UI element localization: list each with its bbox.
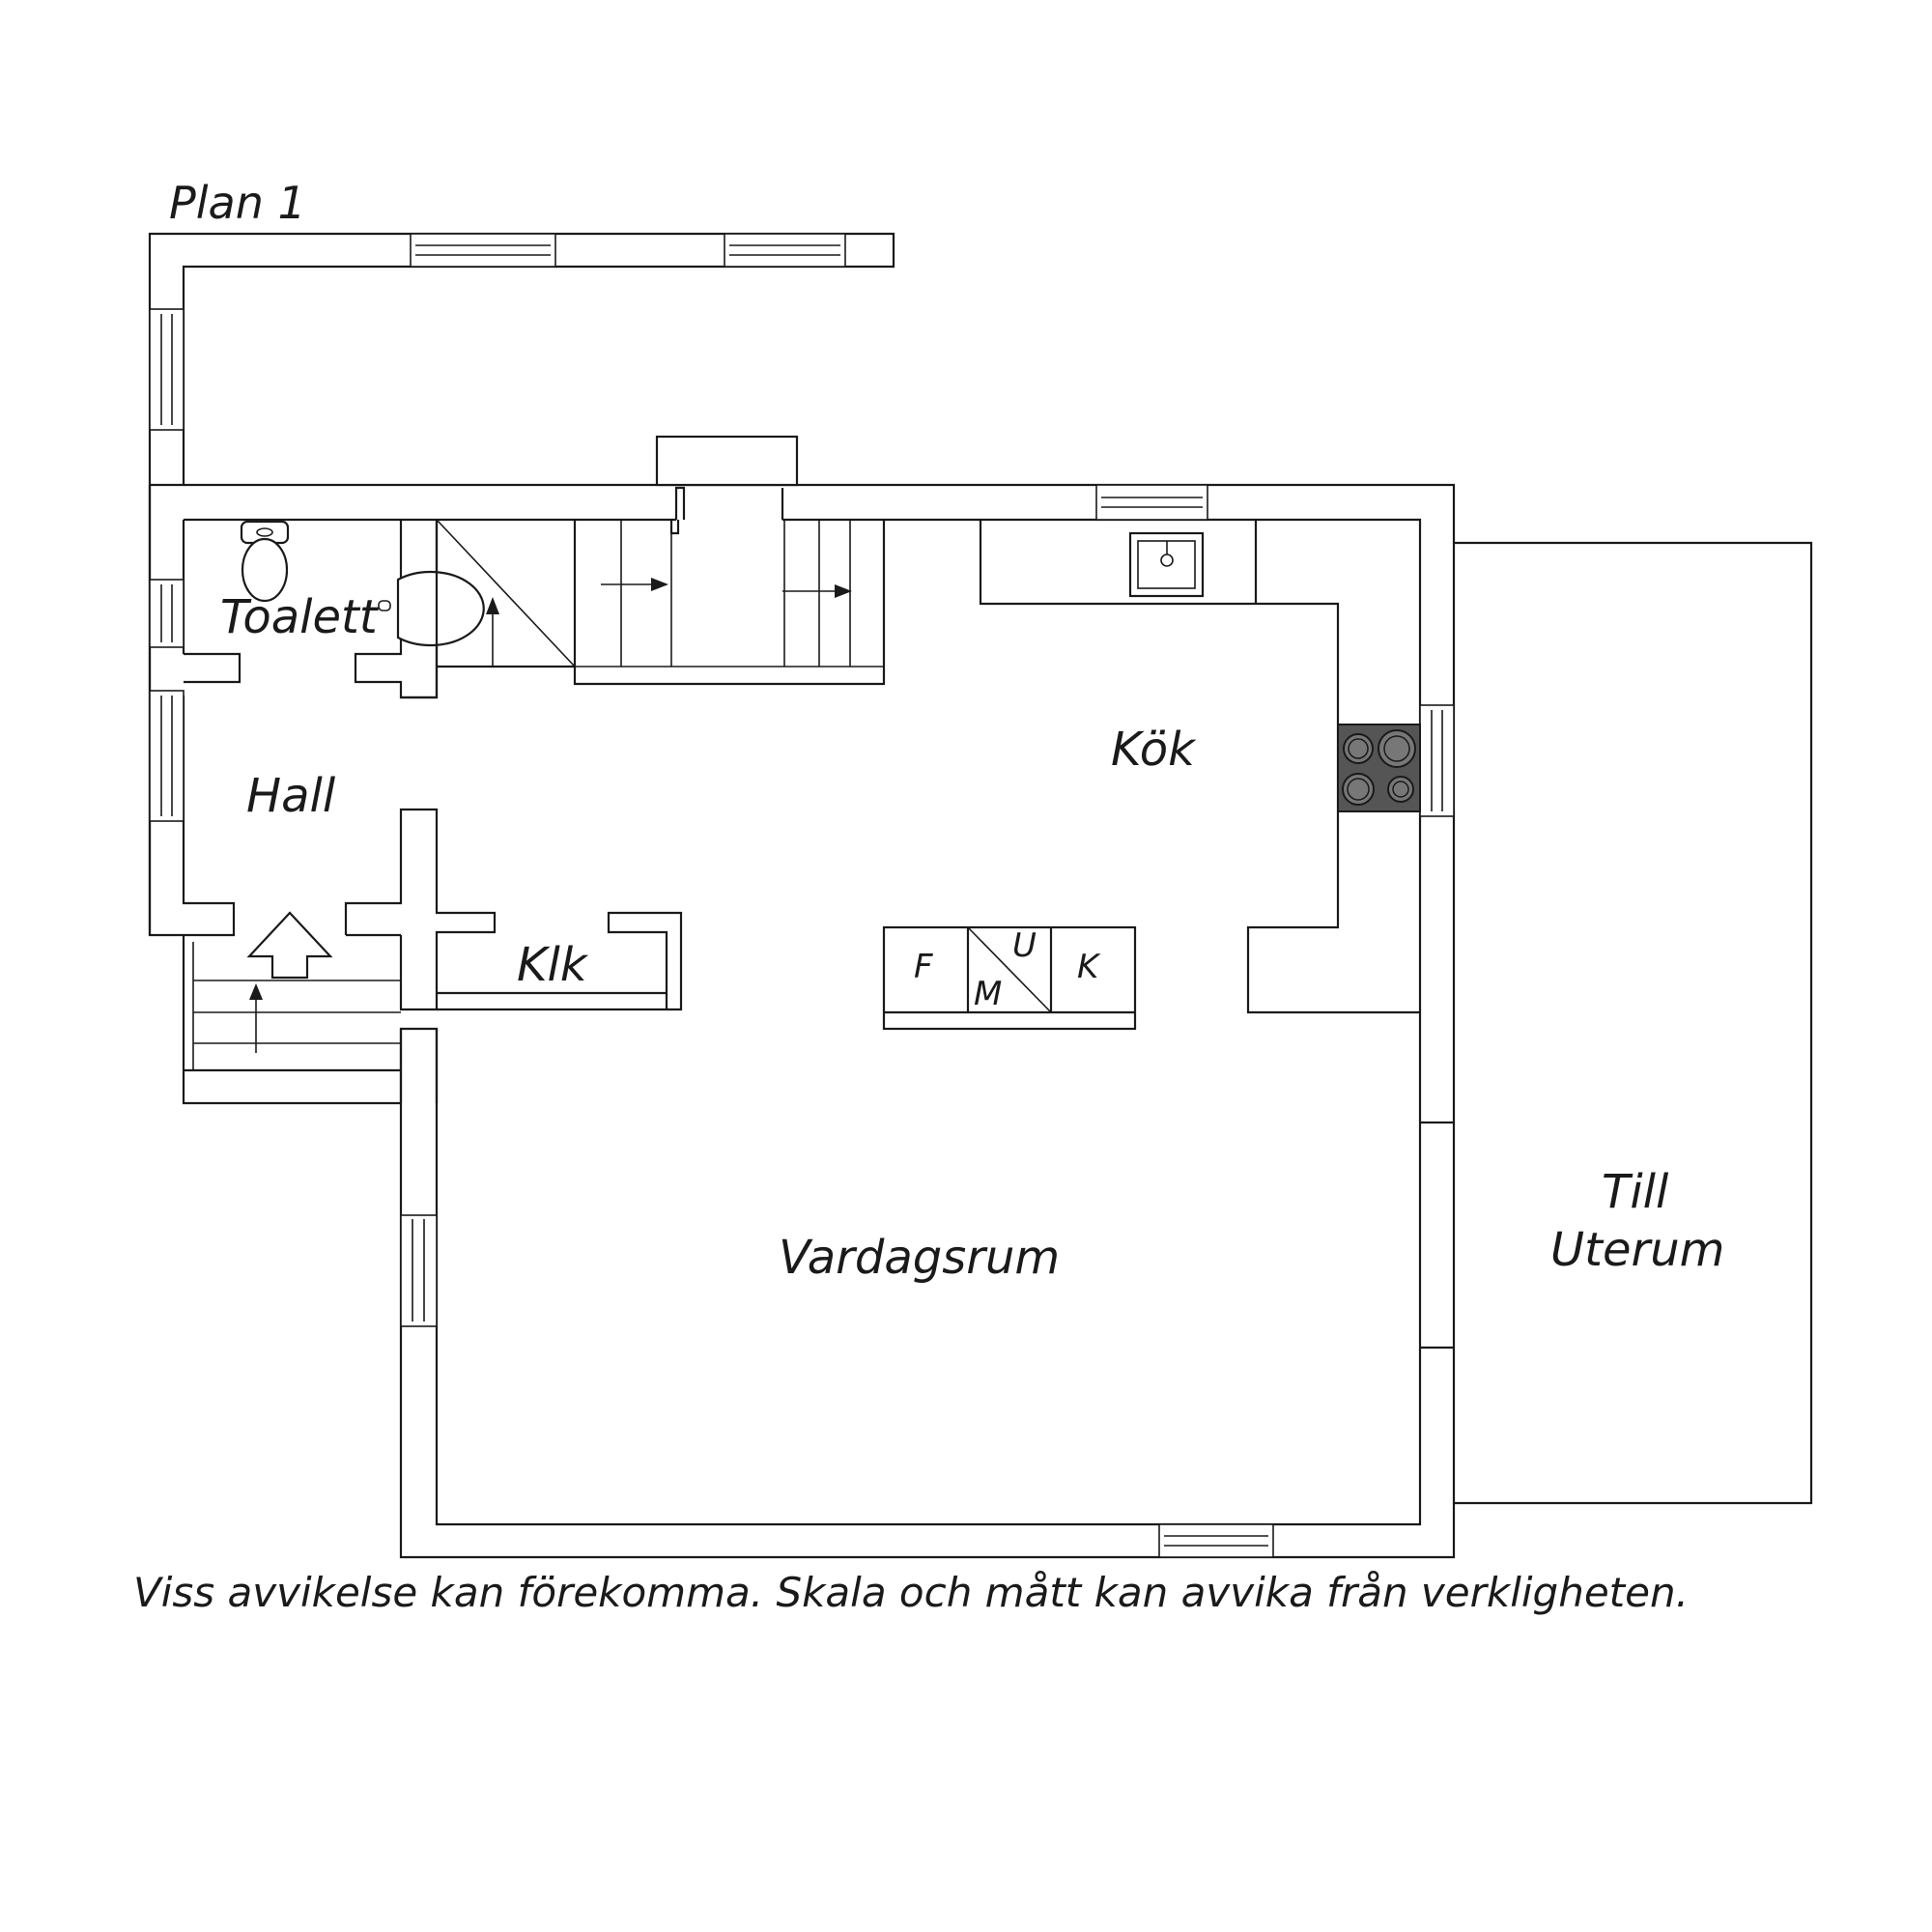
appliance-block [882, 925, 1137, 1031]
hall-walls [148, 485, 497, 1011]
closet-walls [437, 911, 683, 1011]
room-label-till: Till [1602, 1165, 1669, 1219]
room-label-uterum: Uterum [1550, 1223, 1724, 1277]
toilet-bowl-icon [241, 537, 289, 603]
staircase [401, 486, 886, 699]
disclaimer-text: Viss avvikelse kan förekomma. Skala och … [133, 1569, 1689, 1616]
appliance-label-oven: U [1012, 926, 1037, 965]
entrance-steps [182, 911, 401, 1105]
toilet-fixtures [240, 520, 485, 647]
appliance-label-fridge: F [914, 948, 933, 986]
room-label-kok: Kök [1111, 723, 1197, 777]
appliance-label-microwave: M [974, 975, 1002, 1013]
washbasin-icon [396, 570, 485, 647]
uterum-outline [1454, 541, 1813, 1505]
kitchen-counters [979, 520, 1421, 1014]
room-label-klk: Klk [517, 938, 589, 992]
appliance-label-freezer: K [1077, 948, 1101, 986]
entrance-arrow-icon [246, 911, 333, 980]
room-label-toalett: Toalett [220, 590, 380, 644]
plan-title: Plan 1 [169, 177, 306, 229]
room-label-hall: Hall [246, 769, 336, 823]
upper-wing-walls [148, 232, 895, 487]
room-label-vardagsrum: Vardagsrum [779, 1231, 1060, 1285]
